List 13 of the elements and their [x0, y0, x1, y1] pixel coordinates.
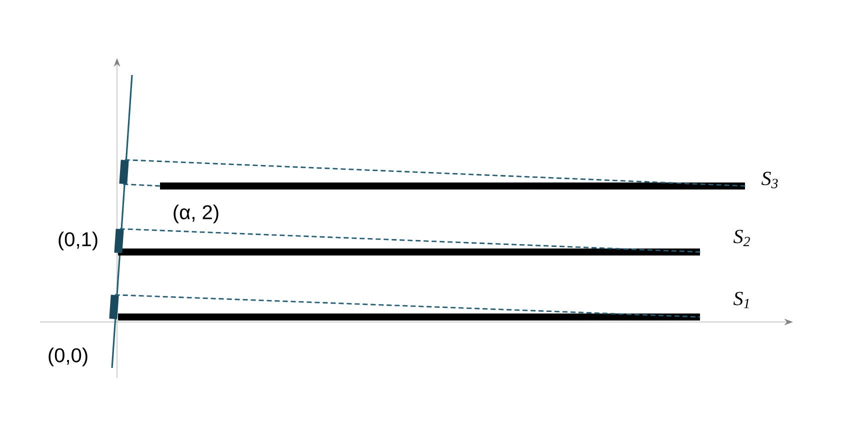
bar-label: S$_{2}$ [733, 230, 750, 246]
bar-label: S$_{1}$ [733, 292, 749, 308]
dashed-line [114, 294, 700, 318]
marker-block [119, 160, 129, 184]
marker-block [114, 228, 124, 254]
coordinate-label: (α, 2) [174, 204, 218, 224]
dashed-line [123, 183, 160, 187]
dashed-line [120, 228, 700, 253]
marker-block [109, 294, 119, 320]
coordinate-label: (0,1) [58, 232, 98, 250]
bar-label: S$_{3}$ [761, 172, 778, 188]
dashed-line [124, 159, 746, 187]
coordinate-label: (0,0) [48, 348, 88, 366]
